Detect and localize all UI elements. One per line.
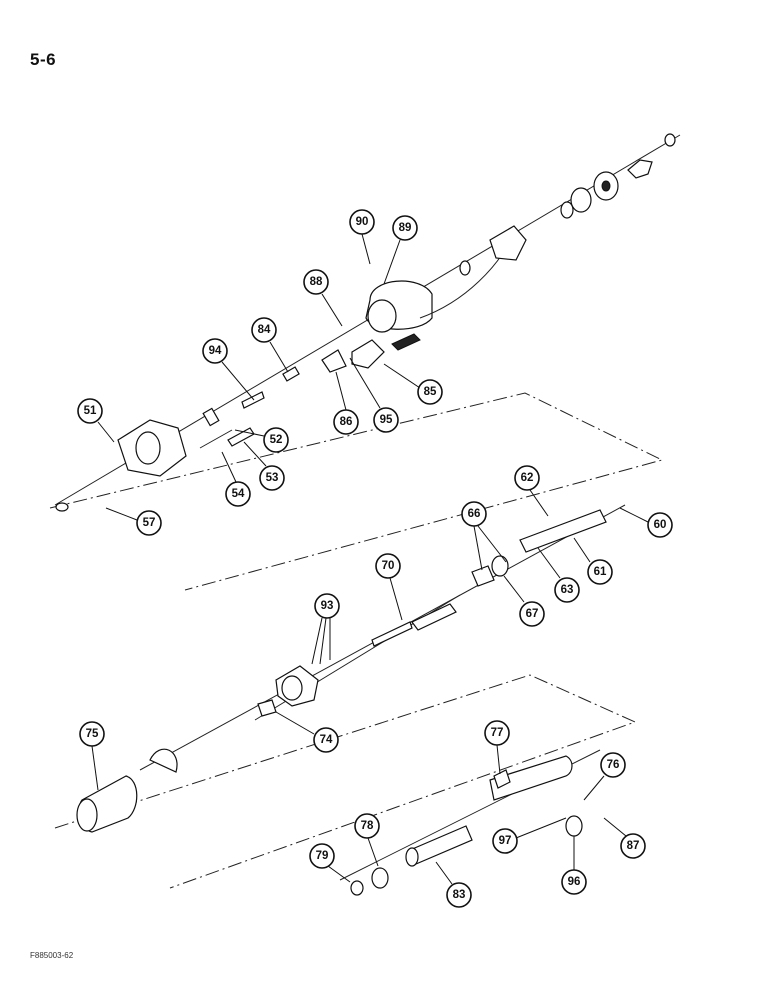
- callout-95: 95: [349, 357, 399, 433]
- svg-text:89: 89: [399, 222, 412, 234]
- svg-text:74: 74: [320, 734, 333, 746]
- callout-63: 63: [537, 547, 580, 603]
- callout-93: 93: [311, 593, 340, 665]
- svg-text:70: 70: [382, 560, 395, 572]
- svg-text:88: 88: [310, 276, 323, 288]
- callout-79: 79: [309, 843, 351, 883]
- callout-90: 90: [349, 209, 375, 265]
- svg-text:94: 94: [209, 345, 222, 357]
- callout-66: 66: [461, 501, 507, 571]
- svg-text:86: 86: [340, 416, 353, 428]
- svg-text:77: 77: [491, 727, 504, 739]
- lower-assembly-parts: [76, 748, 583, 896]
- callout-54: 54: [221, 451, 251, 507]
- assembly-axes: [54, 134, 681, 881]
- callout-61: 61: [573, 537, 613, 585]
- callout-88: 88: [303, 269, 343, 327]
- callout-60: 60: [619, 507, 673, 538]
- upper-assembly-parts: [55, 133, 676, 512]
- svg-text:84: 84: [258, 324, 271, 336]
- svg-text:79: 79: [316, 850, 329, 862]
- middle-shaft-parts: [257, 509, 607, 717]
- callout-84: 84: [251, 317, 289, 373]
- svg-text:90: 90: [356, 216, 369, 228]
- callout-89: 89: [383, 215, 418, 285]
- svg-text:51: 51: [84, 405, 97, 417]
- svg-text:93: 93: [321, 600, 334, 612]
- callout-87: 87: [603, 817, 646, 859]
- callout-75: 75: [79, 721, 105, 791]
- callout-85: 85: [383, 363, 443, 405]
- svg-text:66: 66: [468, 508, 481, 520]
- callout-52: 52: [234, 427, 289, 453]
- callout-83: 83: [435, 861, 472, 908]
- callout-86: 86: [333, 371, 359, 435]
- svg-text:78: 78: [361, 820, 374, 832]
- callout-53: 53: [243, 441, 285, 491]
- svg-text:62: 62: [521, 472, 534, 484]
- svg-text:57: 57: [143, 517, 156, 529]
- callout-70: 70: [375, 553, 403, 621]
- svg-text:67: 67: [526, 608, 539, 620]
- callout-96: 96: [561, 836, 587, 895]
- svg-text:95: 95: [380, 414, 393, 426]
- svg-text:85: 85: [424, 386, 437, 398]
- callout-97: 97: [492, 817, 567, 854]
- svg-text:63: 63: [561, 584, 574, 596]
- svg-text:87: 87: [627, 840, 640, 852]
- svg-text:76: 76: [607, 759, 620, 771]
- callout-94: 94: [202, 338, 255, 401]
- callout-74: 74: [275, 711, 339, 753]
- svg-text:97: 97: [499, 835, 512, 847]
- svg-text:96: 96: [568, 876, 581, 888]
- svg-text:52: 52: [270, 434, 283, 446]
- callout-67: 67: [503, 575, 545, 627]
- svg-text:61: 61: [594, 566, 607, 578]
- figure-code: F885003-62: [30, 951, 74, 960]
- svg-text:75: 75: [86, 728, 99, 740]
- page-number: 5-6: [30, 50, 57, 69]
- callout-51: 51: [77, 398, 115, 443]
- callout-78: 78: [354, 813, 380, 867]
- callout-76: 76: [583, 752, 626, 801]
- callout-77: 77: [484, 720, 510, 775]
- svg-text:54: 54: [232, 488, 245, 500]
- svg-text:60: 60: [654, 519, 667, 531]
- callout-57: 57: [105, 507, 162, 536]
- svg-text:83: 83: [453, 889, 466, 901]
- alignment-planes: [49, 392, 664, 889]
- callout-62: 62: [514, 465, 549, 517]
- svg-text:53: 53: [266, 472, 279, 484]
